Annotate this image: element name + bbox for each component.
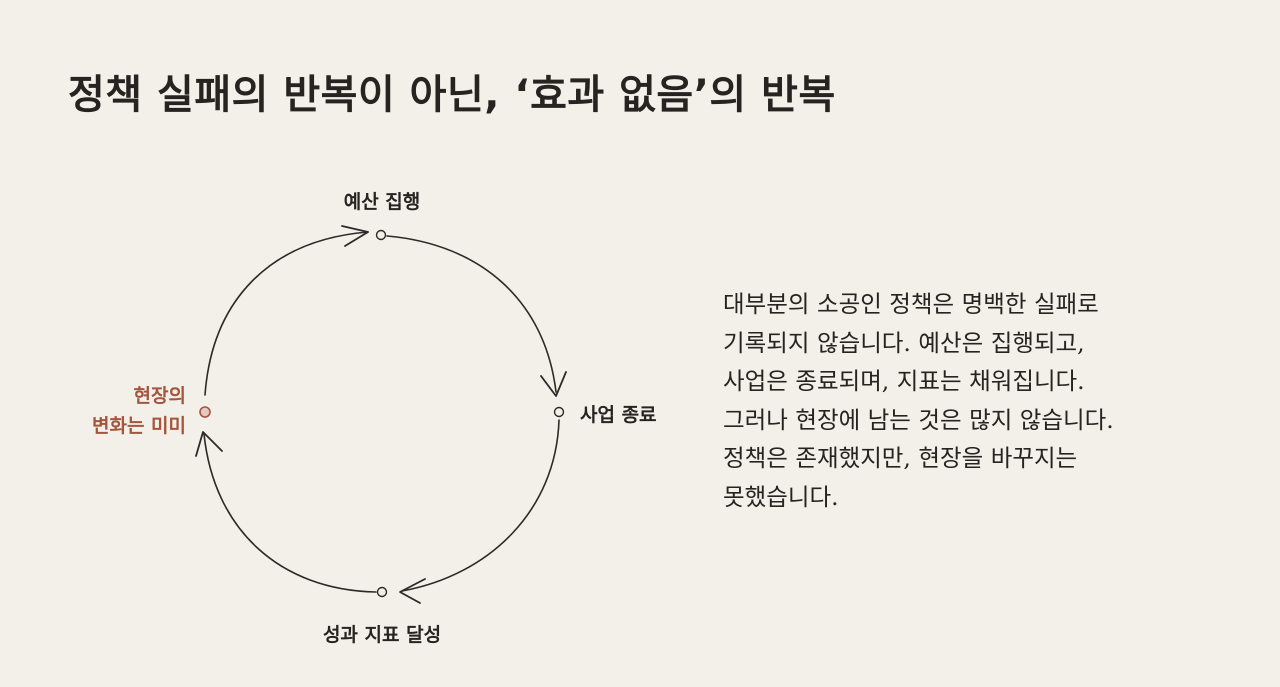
arc-end-to-kpi <box>401 419 560 592</box>
node-top <box>375 229 387 241</box>
label-field-change-line-2: 변화는 미미 <box>91 415 186 437</box>
description-line-1: 대부분의 소공인 정책은 명백한 실패로 <box>723 290 1099 318</box>
page-title: 정책 실패의 반복이 아닌, ‘효과 없음’의 반복 <box>68 72 836 118</box>
description-text: 대부분의 소공인 정책은 명백한 실패로 기록되지 않습니다. 예산은 집행되고… <box>723 285 1243 516</box>
node-right <box>553 406 565 418</box>
arrowhead-top <box>341 225 369 247</box>
label-project-end: 사업 종료 <box>580 404 657 426</box>
label-budget-execution: 예산 집행 <box>343 191 421 213</box>
description-line-4: 그러나 현장에 남는 것은 많지 않습니다. <box>723 405 1114 434</box>
description-line-6: 못했습니다. <box>723 482 839 511</box>
description-line-3: 사업은 종료되며, 지표는 채워집니다. <box>723 367 1085 395</box>
description-line-2: 기록되지 않습니다. 예산은 집행되고, <box>723 328 1085 357</box>
label-field-change: 현장의 변화는 미미 <box>92 381 186 441</box>
node-bottom <box>376 586 388 598</box>
arc-budget-to-end <box>386 235 557 393</box>
arc-field-to-budget <box>204 231 369 396</box>
arrowhead-right <box>540 371 567 397</box>
arrowhead-bottom <box>399 578 426 604</box>
arrowhead-left <box>195 431 223 457</box>
node-left <box>199 406 211 418</box>
description-line-5: 정책은 존재했지만, 현장을 바꾸지는 <box>723 444 1078 472</box>
arc-kpi-to-field <box>203 433 377 593</box>
label-kpi-achieved: 성과 지표 달성 <box>322 624 442 646</box>
label-field-change-line-1: 현장의 <box>133 385 186 407</box>
